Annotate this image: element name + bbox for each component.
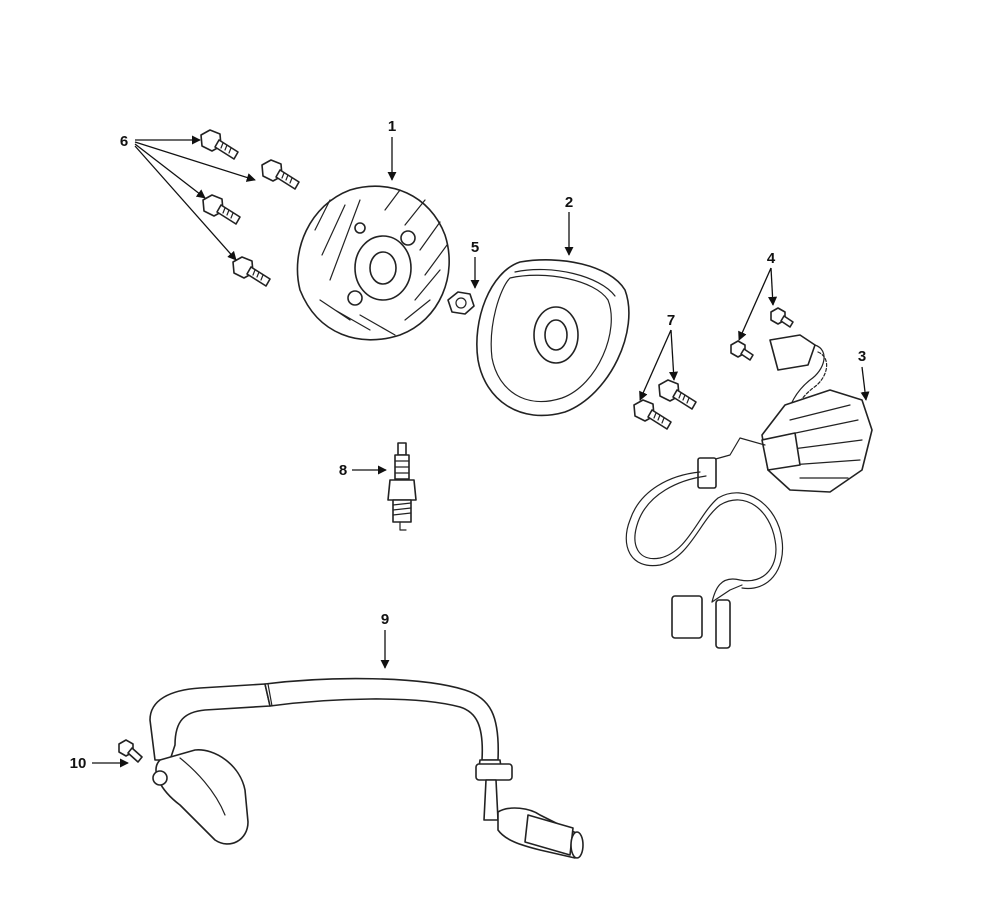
callout-7: 7 [667, 312, 675, 329]
bolt-6b [261, 159, 300, 190]
bolt-10 [118, 739, 143, 763]
callout-5: 5 [471, 239, 479, 256]
callout-10: 10 [70, 755, 87, 772]
callout-6: 6 [120, 133, 128, 150]
callout-1: 1 [388, 118, 396, 135]
flywheel-fan [296, 185, 450, 341]
callout-9: 9 [381, 611, 389, 628]
callout-4: 4 [767, 250, 776, 267]
bolt-6d [232, 256, 271, 287]
callout-2: 2 [565, 194, 573, 211]
ignition-coil [149, 677, 584, 859]
leader-lines [92, 135, 870, 768]
callout-8: 8 [339, 462, 347, 479]
spark-plug [387, 442, 417, 531]
bolt-7b [633, 399, 672, 430]
stator-assembly [625, 334, 873, 649]
screw-4b [730, 340, 754, 361]
callout-labels: 1 2 3 4 5 6 7 8 9 10 [70, 118, 867, 772]
bolt-6c [202, 194, 241, 225]
screw-4a [770, 307, 794, 328]
flywheel-nut [447, 291, 475, 315]
callout-3: 3 [858, 348, 866, 365]
bolt-6a [200, 129, 239, 160]
rotor-cup [476, 259, 630, 417]
bolt-7a [658, 379, 697, 410]
